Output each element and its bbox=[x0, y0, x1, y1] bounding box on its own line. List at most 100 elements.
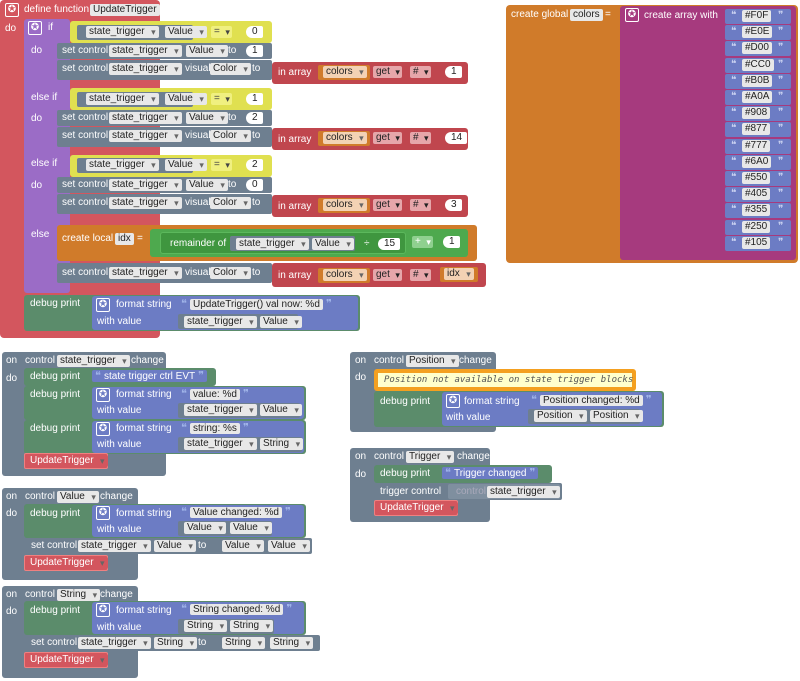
component-dropdown[interactable]: state_trigger bbox=[86, 159, 159, 171]
number-field[interactable]: 1 bbox=[246, 45, 263, 57]
property-dropdown[interactable]: String bbox=[230, 620, 274, 632]
comment-text[interactable]: Position not available on state trigger … bbox=[378, 373, 633, 387]
component-dropdown[interactable]: state_trigger bbox=[78, 540, 151, 552]
property-dropdown[interactable]: String bbox=[154, 637, 198, 649]
color-value[interactable]: #355 bbox=[742, 204, 771, 217]
component-dropdown[interactable]: state_trigger bbox=[184, 404, 257, 416]
get-dropdown[interactable]: get bbox=[373, 269, 402, 281]
property-dropdown[interactable]: Value bbox=[186, 112, 228, 124]
format-text-field[interactable]: ❝ string: %s ❞ bbox=[178, 422, 252, 434]
local-name-field[interactable]: idx bbox=[115, 233, 134, 245]
component-dropdown[interactable]: state_trigger bbox=[109, 112, 182, 124]
variable-dropdown[interactable]: colors bbox=[323, 132, 367, 144]
format-text-value[interactable]: UpdateTrigger() val now: %d bbox=[189, 299, 323, 310]
color-value[interactable]: #908 bbox=[742, 107, 771, 120]
color-value[interactable]: #405 bbox=[742, 188, 771, 201]
property-dropdown[interactable]: String bbox=[270, 637, 314, 649]
component-dropdown[interactable]: Trigger bbox=[406, 451, 455, 463]
component-dropdown[interactable]: String bbox=[222, 637, 266, 649]
format-text-value[interactable]: String changed: %d bbox=[189, 604, 284, 615]
index-mode-dropdown[interactable]: # bbox=[410, 199, 431, 211]
text-field[interactable]: ❝ Trigger changed ❞ bbox=[442, 467, 539, 479]
property-dropdown[interactable]: Value bbox=[154, 540, 196, 552]
number-field[interactable]: 1 bbox=[443, 236, 460, 248]
color-value[interactable]: #E0E bbox=[742, 26, 773, 39]
format-gear-icon[interactable]: ✪ bbox=[446, 394, 460, 408]
function-dropdown[interactable]: UpdateTrigger bbox=[27, 654, 108, 666]
number-field[interactable]: 2 bbox=[246, 159, 263, 171]
property-dropdown[interactable]: Value bbox=[230, 522, 272, 534]
color-value[interactable]: #D00 bbox=[742, 42, 772, 55]
property-dropdown[interactable]: Value bbox=[165, 93, 207, 105]
component-dropdown[interactable]: state_trigger bbox=[86, 26, 159, 38]
color-value[interactable]: #A0A bbox=[742, 91, 773, 103]
color-value[interactable]: #B0B bbox=[742, 74, 773, 87]
property-dropdown[interactable]: Value bbox=[260, 404, 302, 416]
format-gear-icon[interactable]: ✪ bbox=[96, 603, 110, 617]
number-field[interactable]: 0 bbox=[246, 179, 263, 191]
component-dropdown[interactable]: state_trigger bbox=[78, 637, 151, 649]
index-field[interactable]: 1 bbox=[445, 66, 462, 78]
component-dropdown[interactable]: String bbox=[57, 589, 101, 601]
format-text-field[interactable]: ❝ Position changed: %d ❞ bbox=[528, 394, 655, 406]
operator-dropdown[interactable]: = bbox=[211, 93, 232, 105]
property-dropdown[interactable]: Value bbox=[165, 159, 207, 171]
format-text-field[interactable]: ❝ String changed: %d ❞ bbox=[178, 603, 296, 615]
property-dropdown[interactable]: Value bbox=[260, 316, 302, 328]
format-text-value[interactable]: Value changed: %d bbox=[189, 507, 282, 518]
get-dropdown[interactable]: get bbox=[373, 132, 402, 144]
variable-dropdown[interactable]: idx bbox=[444, 268, 474, 280]
component-dropdown[interactable]: state_trigger bbox=[184, 316, 257, 328]
property-dropdown[interactable]: Position bbox=[590, 410, 643, 422]
component-dropdown[interactable]: state_trigger bbox=[109, 63, 182, 75]
format-text-field[interactable]: ❝ UpdateTrigger() val now: %d ❞ bbox=[178, 298, 335, 310]
component-dropdown[interactable]: state_trigger bbox=[109, 130, 182, 142]
component-dropdown[interactable]: Value bbox=[184, 522, 226, 534]
text-field[interactable]: ❝ state trigger ctrl EVT ❞ bbox=[92, 370, 208, 382]
color-value[interactable]: #F0F bbox=[742, 10, 772, 22]
property-dropdown[interactable]: Value bbox=[186, 179, 228, 191]
color-value[interactable]: #550 bbox=[742, 172, 771, 184]
text-value[interactable]: state trigger ctrl EVT bbox=[103, 371, 196, 382]
component-dropdown[interactable]: state_trigger bbox=[184, 438, 257, 450]
component-dropdown[interactable]: state_trigger bbox=[109, 267, 182, 279]
format-text-field[interactable]: ❝ value: %d ❞ bbox=[178, 388, 252, 400]
format-text-field[interactable]: ❝ Value changed: %d ❞ bbox=[178, 506, 294, 518]
get-dropdown[interactable]: get bbox=[373, 66, 402, 78]
get-dropdown[interactable]: get bbox=[373, 199, 402, 211]
component-dropdown[interactable]: state_trigger bbox=[236, 238, 309, 250]
color-value[interactable]: #250 bbox=[742, 220, 771, 233]
property-dropdown[interactable]: Value bbox=[165, 26, 207, 38]
if-mutator-gear-icon[interactable]: ✪ bbox=[28, 21, 42, 35]
format-gear-icon[interactable]: ✪ bbox=[96, 388, 110, 402]
function-dropdown[interactable]: UpdateTrigger bbox=[27, 455, 108, 467]
number-field[interactable]: 1 bbox=[246, 93, 263, 105]
component-dropdown[interactable]: String bbox=[184, 620, 228, 632]
format-gear-icon[interactable]: ✪ bbox=[96, 298, 110, 312]
format-text-value[interactable]: string: %s bbox=[189, 423, 240, 434]
format-text-value[interactable]: Position changed: %d bbox=[539, 395, 643, 406]
color-value[interactable]: #CC0 bbox=[742, 58, 774, 71]
variable-dropdown[interactable]: colors bbox=[323, 66, 367, 78]
property-dropdown[interactable]: Value bbox=[268, 540, 310, 552]
color-value[interactable]: #777 bbox=[742, 139, 771, 152]
component-dropdown[interactable]: state_trigger bbox=[86, 93, 159, 105]
visual-property-dropdown[interactable]: Color bbox=[210, 63, 251, 75]
function-dropdown[interactable]: UpdateTrigger bbox=[27, 557, 108, 569]
function-name-field[interactable]: UpdateTrigger bbox=[90, 4, 160, 16]
mutator-gear-icon[interactable]: ✪ bbox=[5, 3, 19, 17]
index-mode-dropdown[interactable]: # bbox=[410, 132, 431, 144]
component-dropdown[interactable]: Value bbox=[57, 491, 99, 503]
array-gear-icon[interactable]: ✪ bbox=[625, 8, 639, 22]
property-dropdown[interactable]: String bbox=[260, 438, 304, 450]
component-dropdown[interactable]: Position bbox=[406, 355, 459, 367]
format-text-value[interactable]: value: %d bbox=[189, 389, 240, 400]
index-mode-dropdown[interactable]: # bbox=[410, 66, 431, 78]
number-field[interactable]: 0 bbox=[246, 26, 263, 38]
property-dropdown[interactable]: Value bbox=[186, 45, 228, 57]
visual-property-dropdown[interactable]: Color bbox=[210, 130, 251, 142]
text-value[interactable]: Trigger changed bbox=[453, 468, 527, 479]
component-dropdown[interactable]: state_trigger bbox=[109, 179, 182, 191]
component-dropdown[interactable]: state_trigger bbox=[487, 486, 560, 498]
component-dropdown[interactable]: state_trigger bbox=[109, 45, 182, 57]
